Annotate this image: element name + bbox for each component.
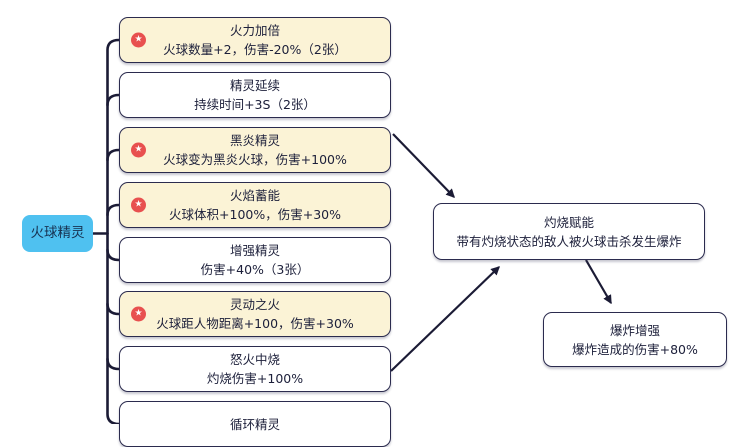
star-icon: ★ bbox=[131, 142, 146, 158]
skill-node-flame-charge[interactable]: ★ 火焰蓄能 火球体积+100%，伤害+30% bbox=[119, 182, 391, 228]
skill-desc: 持续时间+3S（2张） bbox=[194, 97, 316, 112]
skill-desc: 火球体积+100%，伤害+30% bbox=[169, 207, 341, 222]
skill-desc: 火球变为黑炎火球，伤害+100% bbox=[163, 152, 347, 167]
derived-node-scorch-empower[interactable]: 灼烧赋能 带有灼烧状态的敌人被火球击杀发生爆炸 bbox=[433, 203, 705, 260]
star-icon: ★ bbox=[131, 32, 146, 48]
skill-node-agile-fire[interactable]: ★ 灵动之火 火球距人物距离+100，伤害+30% bbox=[119, 291, 391, 337]
derived-title: 爆炸增强 bbox=[609, 322, 660, 338]
derived-desc: 带有灼烧状态的敌人被火球击杀发生爆炸 bbox=[456, 233, 682, 249]
derived-title: 灼烧赋能 bbox=[543, 214, 594, 230]
skill-title: 黑炎精灵 bbox=[229, 133, 280, 148]
skill-desc: 伤害+40%（3张） bbox=[200, 262, 310, 277]
skill-node-enhance-spirit[interactable]: ★ 增强精灵 伤害+40%（3张） bbox=[119, 237, 391, 283]
skill-title: 循环精灵 bbox=[229, 416, 280, 432]
star-icon: ★ bbox=[131, 197, 146, 213]
skill-desc: 火球数量+2，伤害-20%（2张） bbox=[163, 42, 347, 57]
skill-desc: 火球距人物距离+100，伤害+30% bbox=[156, 316, 354, 331]
skill-desc: 灼烧伤害+100% bbox=[206, 371, 304, 386]
skill-node-spirit-duration[interactable]: ★ 精灵延续 持续时间+3S（2张） bbox=[119, 72, 391, 118]
skill-title: 灵动之火 bbox=[229, 297, 280, 312]
skill-title: 怒火中烧 bbox=[229, 352, 280, 367]
skill-title: 精灵延续 bbox=[229, 78, 280, 93]
skill-node-fire-double[interactable]: ★ 火力加倍 火球数量+2，伤害-20%（2张） bbox=[119, 17, 391, 63]
star-icon: ★ bbox=[131, 306, 146, 322]
skill-node-black-flame[interactable]: ★ 黑炎精灵 火球变为黑炎火球，伤害+100% bbox=[119, 127, 391, 173]
tree-connectors bbox=[91, 38, 121, 424]
skill-node-cycle-spirit[interactable]: ★ 循环精灵 bbox=[119, 401, 391, 447]
skill-node-burning-rage[interactable]: ★ 怒火中烧 灼烧伤害+100% bbox=[119, 346, 391, 392]
derived-node-blast-enhance[interactable]: 爆炸增强 爆炸造成的伤害+80% bbox=[543, 312, 727, 367]
derived-desc: 爆炸造成的伤害+80% bbox=[572, 341, 698, 357]
skill-title: 火力加倍 bbox=[229, 23, 280, 38]
skill-title: 火焰蓄能 bbox=[229, 188, 280, 203]
root-node-fireball-spirit[interactable]: 火球精灵 bbox=[22, 215, 93, 252]
arrow-rage-to-scorch bbox=[390, 266, 500, 372]
arrow-blackflame-to-scorch bbox=[392, 133, 455, 198]
skill-title: 增强精灵 bbox=[229, 243, 280, 258]
arrow-scorch-to-blast bbox=[585, 259, 612, 305]
root-label: 火球精灵 bbox=[30, 225, 85, 241]
